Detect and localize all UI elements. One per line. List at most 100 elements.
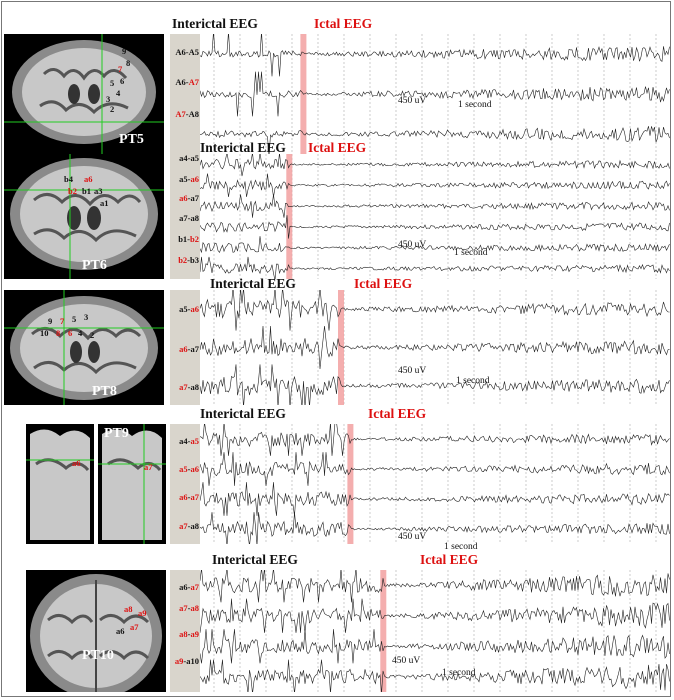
mri-svg-pt5 bbox=[4, 34, 164, 154]
eeg-channel-trace bbox=[200, 290, 670, 331]
channel-label: A6-A5 bbox=[175, 47, 199, 57]
eeg-channel-trace bbox=[200, 598, 670, 633]
interictal-title: Interictal EEG bbox=[200, 140, 286, 155]
eeg-trace-pt6: a4-a5 a5-a6 a6-a7 a7-a8 b1-b2 b2-b3 450 … bbox=[170, 153, 670, 279]
electrode-label: b2 bbox=[68, 186, 77, 196]
eeg-channel-trace bbox=[200, 659, 670, 692]
channel-label: a5-a6 bbox=[179, 174, 199, 184]
scale-voltage: 450 uV bbox=[398, 532, 427, 542]
channel-label: a7-a8 bbox=[179, 521, 199, 531]
ictal-title: Ictal EEG bbox=[354, 276, 413, 291]
panel-pt5: 9 8 7 6 5 4 3 2 PT5 Interictal EEG Ictal… bbox=[0, 16, 674, 154]
channel-label: a5-a6 bbox=[179, 304, 199, 314]
channel-label: a5-a6 bbox=[179, 464, 199, 474]
patient-label-pt10: PT10 bbox=[82, 648, 114, 663]
eeg-channel-trace bbox=[200, 215, 670, 239]
electrode-label: a8 bbox=[124, 604, 133, 614]
eeg-trace-pt5: A6-A5 A6-A7 A7-A8 450 uV 1 second bbox=[170, 34, 670, 154]
eeg-channel-trace bbox=[200, 154, 670, 177]
channel-label: b1-b2 bbox=[178, 234, 199, 244]
electrode-label: a6 bbox=[72, 458, 81, 468]
eeg-svg-pt10 bbox=[200, 570, 670, 692]
interictal-title: Interictal EEG bbox=[210, 276, 296, 291]
electrode-label: a6 bbox=[116, 626, 125, 636]
interictal-title: Interictal EEG bbox=[172, 16, 258, 31]
electrode-label: 4 bbox=[78, 328, 83, 338]
seizure-onset-marker bbox=[338, 290, 344, 405]
channel-label-strip bbox=[170, 154, 200, 279]
eeg-channel-trace bbox=[200, 452, 670, 486]
eeg-svg-pt6 bbox=[200, 154, 670, 279]
electrode-label: a6 bbox=[84, 174, 93, 184]
scale-voltage: 450 uV bbox=[398, 240, 427, 250]
patient-label-pt5: PT5 bbox=[119, 132, 144, 147]
ictal-title: Ictal EEG bbox=[308, 140, 367, 155]
eeg-channel-trace bbox=[200, 256, 670, 279]
electrode-label: b4 bbox=[64, 174, 73, 184]
electrode-label: 3 bbox=[84, 312, 89, 322]
channel-label-strip bbox=[170, 570, 200, 692]
ictal-title: Ictal EEG bbox=[314, 16, 373, 31]
eeg-channel-trace bbox=[200, 629, 670, 664]
eeg-trace-pt9: a4-a5 a5-a6 a6-a7 a7-a8 450 uV 1 second bbox=[170, 424, 670, 552]
mri-image-pt9: a6 a7 PT9 bbox=[26, 424, 166, 544]
channel-label: a4-a5 bbox=[179, 436, 199, 446]
mri-image-pt5: 9 8 7 6 5 4 3 2 PT5 bbox=[4, 34, 164, 154]
channel-label-strip bbox=[170, 290, 200, 405]
channel-label: a9-a10 bbox=[174, 656, 199, 666]
mri-svg-pt9 bbox=[26, 424, 166, 544]
electrode-label: a9 bbox=[138, 608, 147, 618]
channel-label: a6-a7 bbox=[179, 582, 199, 592]
electrode-label: a7 bbox=[144, 462, 153, 472]
channel-label: a6-a7 bbox=[179, 344, 199, 354]
electrode-label: b1 bbox=[82, 186, 91, 196]
panel-pt9: a6 a7 PT9 Interictal EEG Ictal EEG a4-a5… bbox=[0, 406, 674, 552]
mri-svg-pt8 bbox=[4, 290, 164, 405]
seizure-onset-marker bbox=[347, 424, 354, 544]
eeg-channel-trace bbox=[200, 194, 670, 218]
electrode-label: 9 bbox=[48, 316, 53, 326]
patient-label-pt8: PT8 bbox=[92, 384, 117, 399]
scale-voltage: 450 uV bbox=[398, 96, 427, 106]
eeg-channel-trace bbox=[200, 512, 670, 544]
channel-label: a6-a7 bbox=[179, 492, 199, 502]
electrode-label: 2 bbox=[110, 104, 115, 114]
channel-label: a6-a7 bbox=[179, 193, 199, 203]
mri-svg-pt10 bbox=[30, 574, 162, 692]
channel-label: A7-A8 bbox=[175, 109, 199, 119]
panel-pt8: 9 7 5 3 10 8 6 4 2 PT8 Interictal EEG Ic… bbox=[0, 276, 674, 406]
patient-label-pt9: PT9 bbox=[104, 426, 129, 441]
eeg-channel-trace bbox=[200, 424, 670, 456]
channel-label: a7-a8 bbox=[179, 603, 199, 613]
seizure-onset-marker bbox=[286, 154, 293, 279]
channel-label: a8-a9 bbox=[179, 629, 199, 639]
channel-label-strip bbox=[170, 424, 200, 544]
eeg-channel-trace bbox=[200, 126, 670, 154]
panel-pt10: a8 a9 a6 a7 PT10 Interictal EEG Ictal EE… bbox=[0, 552, 674, 700]
channel-label: a7-a8 bbox=[179, 213, 199, 223]
mri-svg-pt6 bbox=[4, 154, 164, 279]
eeg-trace-pt10: a6-a7 a7-a8 a8-a9 a9-a10 450 uV 1 second bbox=[170, 570, 670, 692]
scale-voltage: 450 uV bbox=[398, 366, 427, 376]
scale-time: 1 second bbox=[442, 668, 476, 678]
channel-label: A6-A7 bbox=[175, 77, 199, 87]
electrode-label: 9 bbox=[122, 46, 127, 56]
electrode-label: a3 bbox=[94, 186, 103, 196]
eeg-channel-trace bbox=[200, 173, 670, 197]
electrode-label: 10 bbox=[40, 328, 49, 338]
ictal-title: Ictal EEG bbox=[420, 552, 479, 567]
electrode-label: a1 bbox=[100, 198, 109, 208]
electrode-label: 3 bbox=[106, 94, 111, 104]
interictal-title: Interictal EEG bbox=[200, 406, 286, 421]
eeg-channel-trace bbox=[200, 34, 670, 77]
electrode-label: 8 bbox=[126, 58, 131, 68]
eeg-svg-pt5 bbox=[200, 34, 670, 154]
channel-label: b2-b3 bbox=[178, 255, 199, 265]
electrode-label: 2 bbox=[90, 330, 95, 340]
electrode-label: a7 bbox=[130, 622, 139, 632]
eeg-trace-pt8: a5-a6 a6-a7 a7-a8 450 uV 1 second bbox=[170, 290, 670, 405]
eeg-channel-trace bbox=[200, 482, 670, 516]
eeg-svg-pt8 bbox=[200, 290, 670, 405]
